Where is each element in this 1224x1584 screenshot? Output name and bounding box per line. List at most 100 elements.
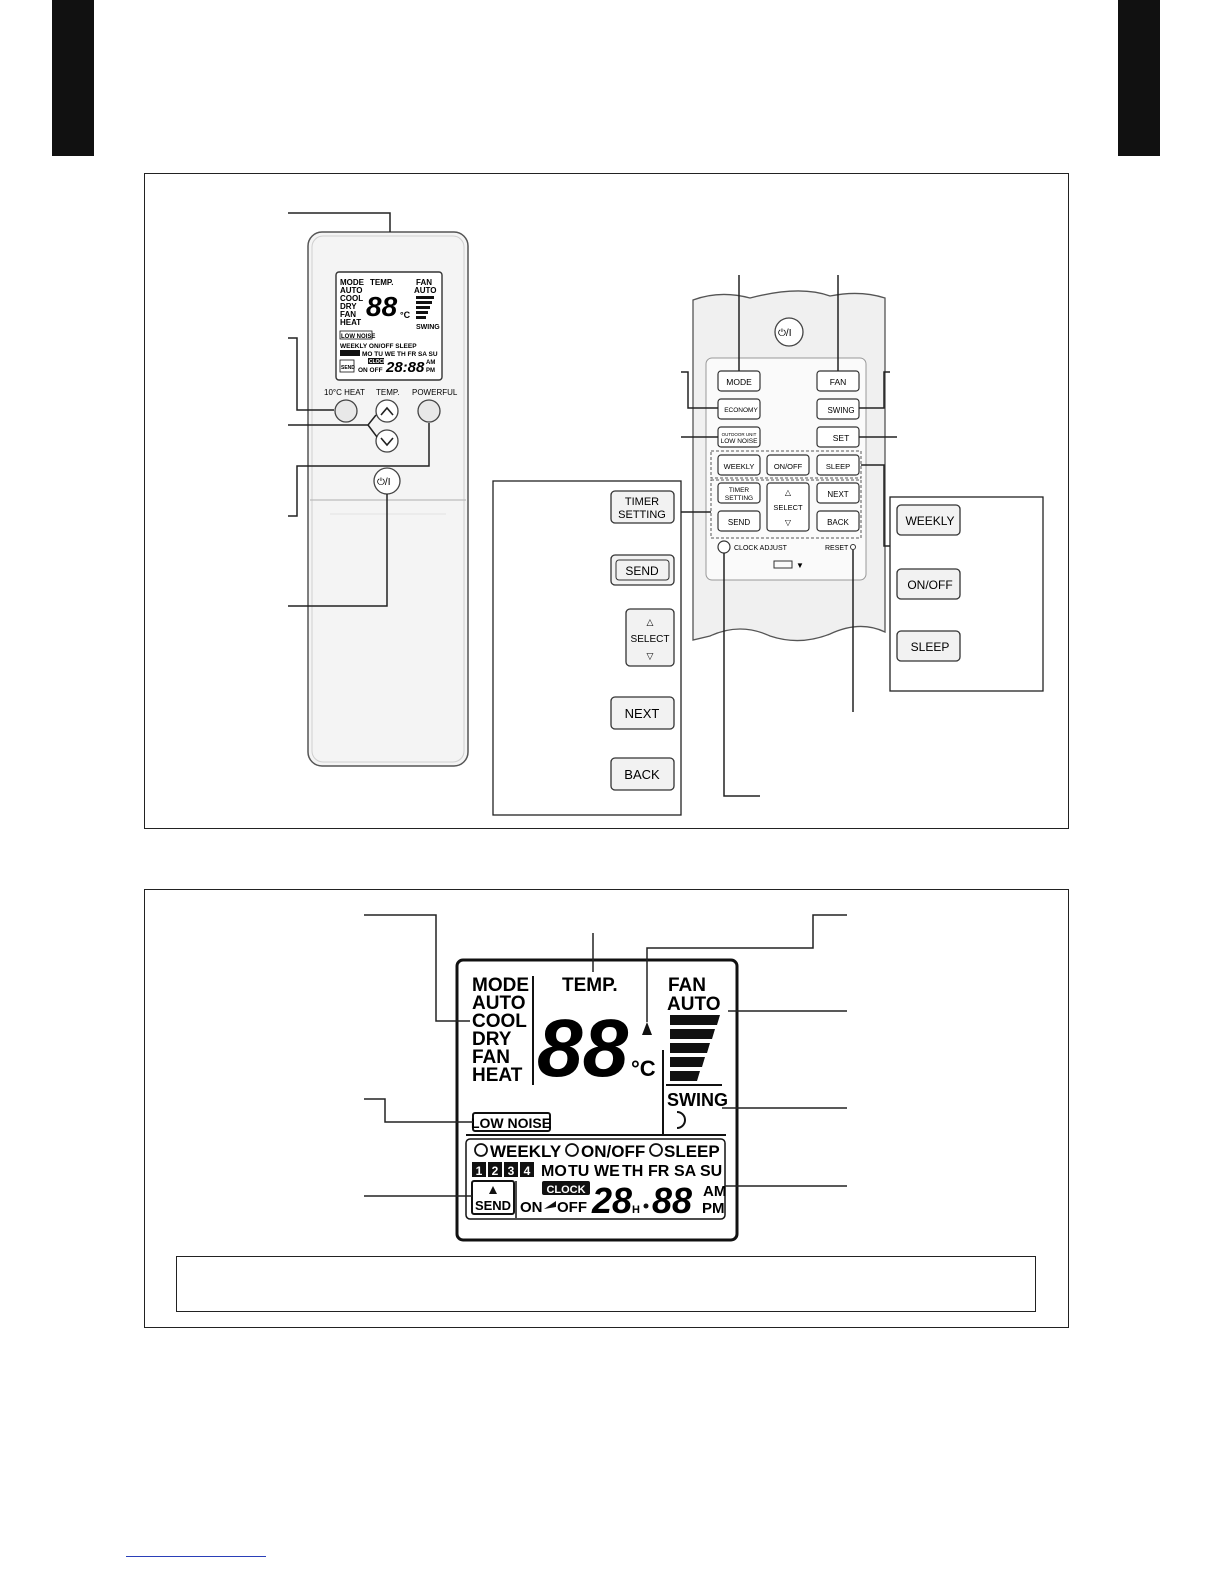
lcd-day-mo: MO — [541, 1163, 567, 1180]
timer-callout: TIMER SETTING SEND △ SELECT ▽ NEXT BACK — [492, 480, 682, 816]
lcd-swing-label: SWING — [667, 1090, 728, 1110]
reset-button[interactable] — [850, 544, 856, 550]
lcd-sleep-timer-icon — [649, 1143, 663, 1157]
lcd-sleep: SLEEP — [664, 1142, 720, 1161]
outdoor-unit-label: OUTDOOR UNIT — [722, 432, 757, 437]
main-power-symbol: ⏻/I — [377, 477, 390, 488]
mini-send: SEND — [341, 365, 355, 371]
heat-10-button[interactable] — [334, 399, 358, 423]
lcd-day-fr: FR — [648, 1163, 670, 1180]
lcd-auto-label: AUTO — [472, 993, 525, 1014]
low-noise-button-label: LOW NOISE — [721, 438, 759, 445]
lcd-program-3: 3 — [508, 1164, 515, 1178]
lcd-low-noise: LOW NOISE — [471, 1115, 551, 1131]
lcd-am: AM — [703, 1183, 726, 1200]
send-button[interactable] — [717, 510, 761, 532]
heat-10-label: 10°C HEAT — [324, 388, 365, 397]
mini-cool-label: COOL — [340, 294, 363, 303]
lcd-panel: MODE AUTO COOL DRY FAN HEAT TEMP. 88 °C … — [455, 958, 739, 1242]
lcd-swing-icon — [676, 1111, 686, 1129]
mini-dry-label: DRY — [340, 302, 357, 311]
set-button-label: SET — [833, 433, 850, 443]
callout-timer-1: TIMER — [625, 496, 659, 508]
callout-send-button — [610, 554, 675, 586]
lcd-leaders — [364, 914, 847, 1197]
callout-select-button — [625, 608, 675, 667]
powerful-label: POWERFUL — [412, 388, 458, 397]
panel-remote-leaders — [676, 275, 897, 797]
next-button-label: NEXT — [827, 490, 848, 499]
footer-link-underline — [126, 1556, 266, 1557]
swing-button-label: SWING — [827, 406, 854, 415]
mini-fan-label: FAN — [416, 278, 432, 287]
svg-text:▽: ▽ — [785, 518, 792, 527]
lcd-day-tu: TU — [568, 1163, 589, 1180]
lcd-fan-auto: AUTO — [667, 994, 720, 1015]
callout-back-button — [610, 757, 675, 791]
remote-main: MODE AUTO COOL DRY FAN HEAT TEMP. 88 °C … — [307, 231, 469, 767]
lcd-figure: MODE AUTO COOL DRY FAN HEAT TEMP. 88 °C … — [364, 914, 847, 1242]
panel-power-button[interactable] — [774, 317, 804, 347]
lcd-fan-label: FAN — [668, 975, 706, 996]
mini-clock-badge: CLOCK — [369, 359, 387, 365]
lcd-weekly: WEEKLY — [490, 1142, 562, 1161]
remote-panel: ⏻/I MODE FAN ECONOMY SWING OUTDOOR UNIT … — [692, 290, 886, 642]
lcd-heat-label: HEAT — [472, 1065, 523, 1086]
lcd-day-we: WE — [594, 1163, 620, 1180]
lcd-temp-digits: 88 — [537, 1003, 629, 1094]
mini-fan-mode-label: FAN — [340, 310, 356, 319]
svg-text:△: △ — [785, 488, 792, 497]
powerful-button[interactable] — [417, 399, 441, 423]
mini-low-noise: LOW NOISE — [341, 334, 375, 340]
mini-unit: °C — [400, 310, 411, 320]
lcd-send: SEND — [475, 1198, 511, 1213]
sleep-button-label: SLEEP — [826, 462, 850, 471]
timer-setting-label-2: SETTING — [725, 495, 753, 502]
mini-days-row: MO TU WE TH FR SA SU — [362, 351, 438, 358]
temp-buttons-label: TEMP. — [376, 388, 399, 397]
lcd-clock-minutes: 88 — [652, 1180, 692, 1221]
send-button-label: SEND — [728, 518, 750, 527]
lcd-program-numbers: 1 2 3 4 — [472, 1162, 534, 1178]
callout-select: SELECT — [631, 634, 670, 645]
main-remote-leaders — [288, 212, 430, 607]
lcd-cool-label: COOL — [472, 1011, 527, 1032]
battery-arrow-icon: ▼ — [796, 561, 804, 570]
on-off-button-label: ON/OFF — [774, 462, 803, 471]
lcd-clock-hours: 28 — [591, 1180, 632, 1221]
lcd-fan-mode-label: FAN — [472, 1047, 510, 1068]
note-box — [176, 1256, 1036, 1312]
lcd-unit: °C — [631, 1056, 656, 1081]
back-button[interactable] — [816, 510, 860, 532]
sleep-button[interactable] — [816, 454, 860, 476]
mini-pm: PM — [426, 368, 435, 374]
callout-weekly: WEEKLY — [905, 514, 954, 528]
right-page-tab — [1118, 0, 1160, 156]
lcd-hour-suffix: H — [632, 1204, 640, 1216]
lcd-program-4: 4 — [524, 1164, 531, 1178]
lcd-day-th: TH — [622, 1163, 643, 1180]
lcd-weekly-timer-icon — [474, 1143, 488, 1157]
economy-button[interactable] — [717, 398, 761, 420]
fan-button-label: FAN — [830, 377, 847, 387]
mini-swing-label: SWING — [416, 324, 440, 331]
lcd-dry-label: DRY — [472, 1029, 512, 1050]
on-off-button[interactable] — [766, 454, 810, 476]
lcd-on: ON — [520, 1199, 543, 1216]
panel-power-symbol: ⏻/I — [778, 328, 791, 339]
mini-heat-label: HEAT — [340, 318, 361, 327]
temp-down-button[interactable] — [375, 429, 399, 453]
select-button[interactable] — [766, 482, 810, 532]
clock-adjust-label: CLOCK ADJUST — [734, 545, 788, 552]
next-button[interactable] — [816, 482, 860, 504]
clock-adjust-button[interactable] — [717, 540, 731, 554]
weekly-button[interactable] — [717, 454, 761, 476]
mini-on-off: ON OFF — [358, 367, 383, 374]
swing-button[interactable] — [816, 398, 860, 420]
select-button-label: SELECT — [773, 503, 803, 512]
lcd-program-2: 2 — [492, 1164, 499, 1178]
timer-setting-button[interactable] — [717, 482, 761, 504]
temp-up-button[interactable] — [375, 399, 399, 423]
mini-timer-row: WEEKLY ON/OFF SLEEP — [340, 343, 417, 350]
lcd-mode-label: MODE — [472, 975, 529, 996]
